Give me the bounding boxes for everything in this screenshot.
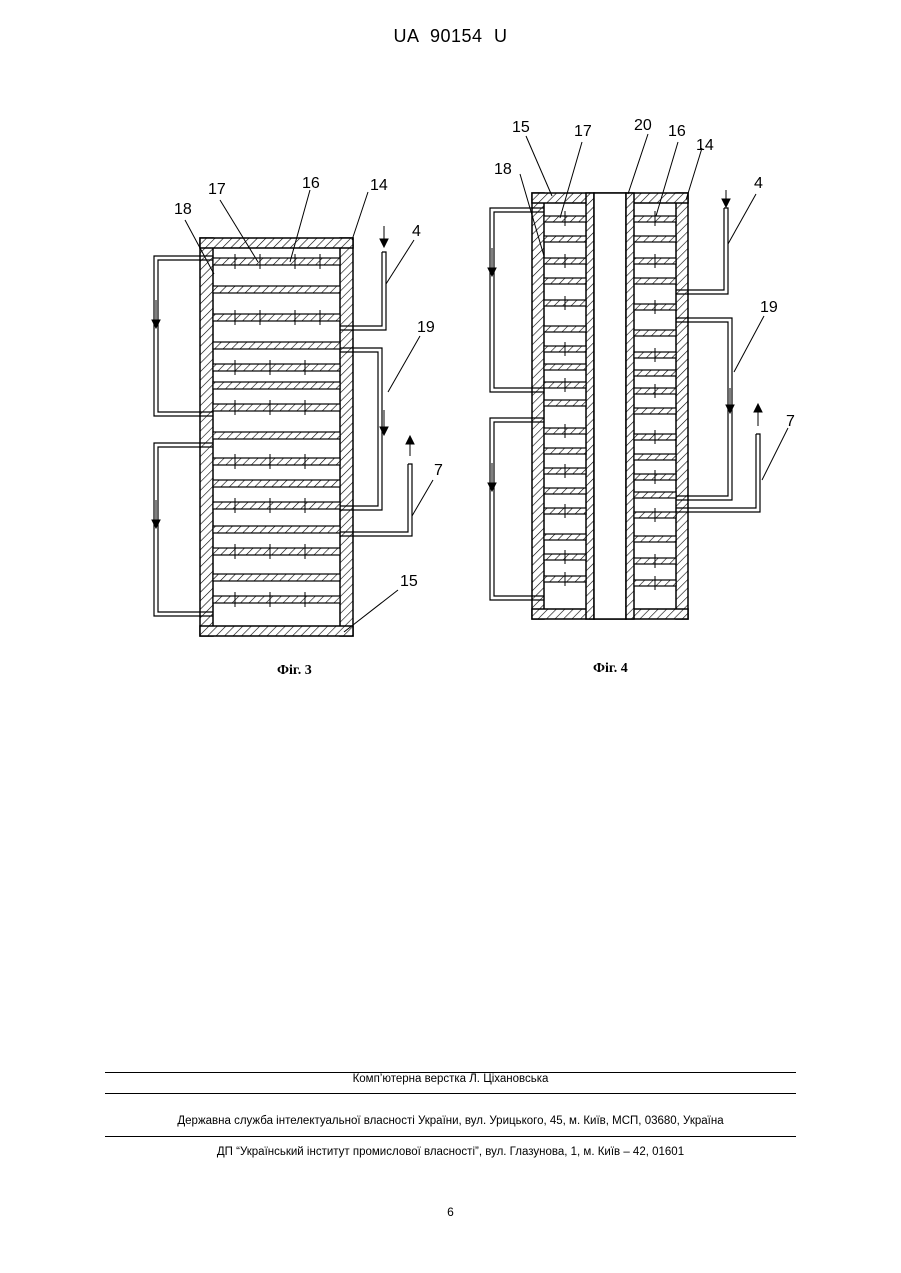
agency-address: Державна служба інтелектуальної власност… (0, 1115, 901, 1127)
label-18: 18 (174, 201, 192, 218)
label-19: 19 (417, 319, 435, 336)
label-7: 7 (434, 462, 443, 479)
label-19: 19 (760, 299, 778, 316)
label-4: 4 (754, 175, 763, 192)
layout-credit: Комп’ютерна верстка Л. Ціхановська (0, 1073, 901, 1085)
figure-3: 17 16 14 18 4 19 7 15 (130, 170, 460, 650)
figure-4-drawing: 15 17 20 16 14 18 4 19 7 (480, 108, 820, 628)
figure-3-caption: Фіг. 3 (277, 663, 312, 679)
figure-4-caption: Фіг. 4 (593, 661, 628, 677)
label-20: 20 (634, 117, 652, 134)
footer-rule-2 (105, 1093, 796, 1094)
label-17: 17 (574, 123, 592, 140)
page-number: 6 (0, 1205, 901, 1219)
label-4: 4 (412, 223, 421, 240)
label-14: 14 (696, 137, 714, 154)
label-18: 18 (494, 161, 512, 178)
label-15: 15 (400, 573, 418, 590)
label-14: 14 (370, 177, 388, 194)
label-17: 17 (208, 181, 226, 198)
label-7: 7 (786, 413, 795, 430)
figure-3-drawing: 17 16 14 18 4 19 7 15 (130, 170, 460, 650)
institute-address: ДП “Український інститут промислової вла… (0, 1146, 901, 1158)
label-16: 16 (302, 175, 320, 192)
figure-4: 15 17 20 16 14 18 4 19 7 (480, 108, 820, 628)
label-16: 16 (668, 123, 686, 140)
patent-number: UA 90154 U (0, 26, 901, 47)
footer-rule-3 (105, 1136, 796, 1137)
label-15: 15 (512, 119, 530, 136)
